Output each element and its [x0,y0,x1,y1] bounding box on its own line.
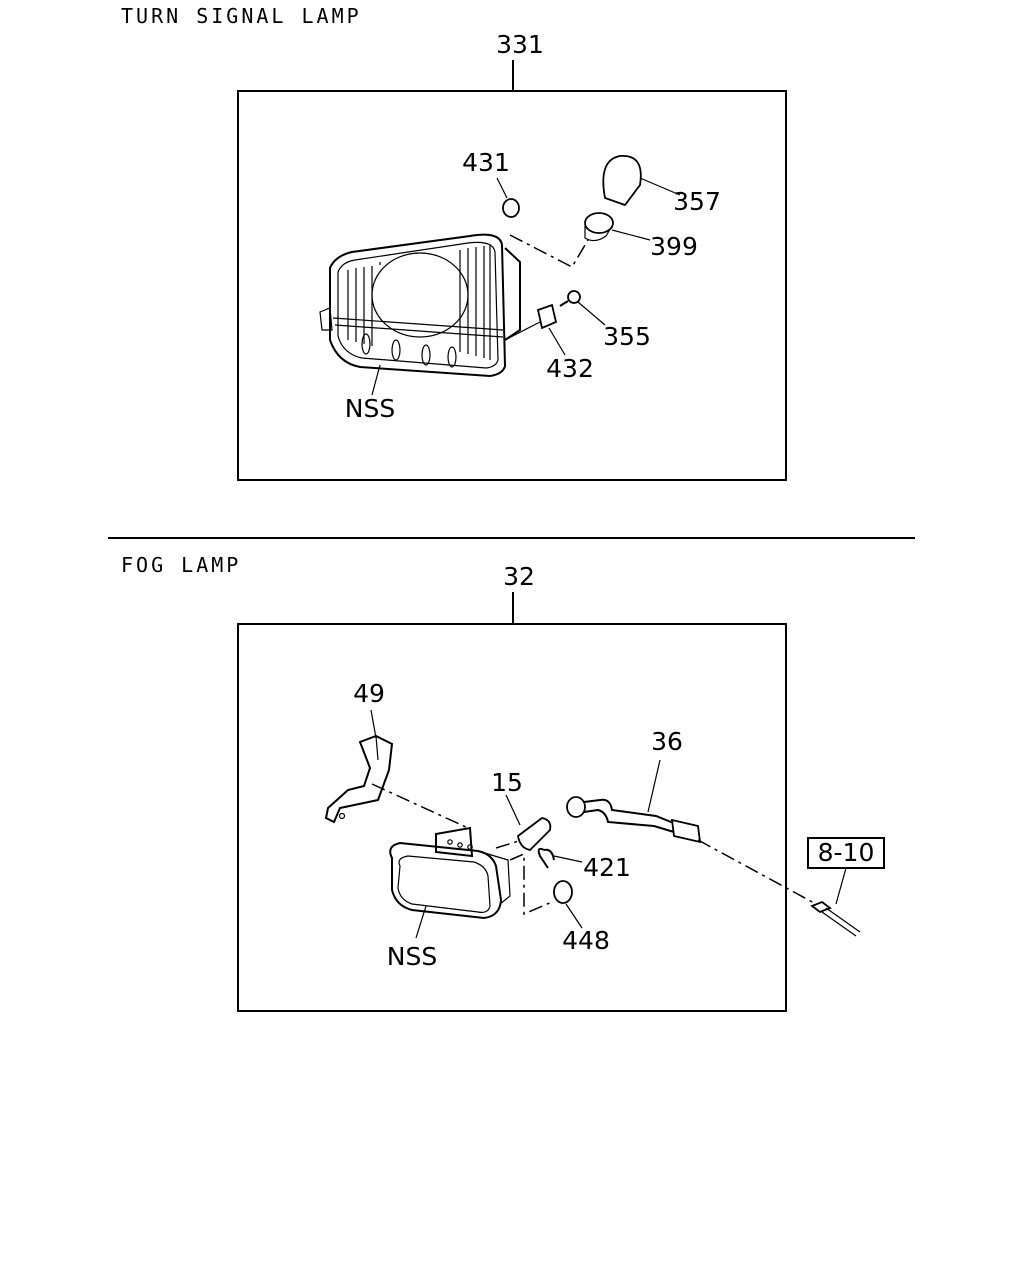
callout-8-10: 8-10 [818,838,875,867]
connector-432 [504,303,566,356]
callout-399: 399 [650,232,698,261]
callout-331: 331 [496,30,544,59]
callout-49: 49 [353,679,385,708]
socket-399 [584,212,651,242]
grommet-448 [553,880,583,929]
callout-448: 448 [562,926,610,955]
clip-431 [496,177,520,218]
turn-signal-lamp-title: TURN SIGNAL LAMP [121,4,362,28]
nss-leader-turn [371,364,381,396]
fog-lamp-section: 32 49 [237,562,885,1012]
turn-signal-frame [237,90,787,481]
assembly-path-448 [509,852,553,916]
assembly-path-36 [697,839,817,905]
callout-357: 357 [673,187,721,216]
callout-nss-fog: NSS [387,942,437,971]
callout-421: 421 [583,853,631,882]
nss-leader-fog [415,905,427,939]
callout-nss-turn: NSS [345,394,395,423]
callout-432: 432 [546,354,594,383]
assembly-path-399 [509,234,589,268]
bulb-357 [602,155,681,207]
callout-431: 431 [462,148,510,177]
bulb-15 [505,794,552,851]
reference-connector-8-10 [807,837,885,937]
assembly-path-15 [495,839,523,849]
fog-lamp-body [389,826,511,920]
bracket-49 [324,709,394,824]
callout-15: 15 [491,768,523,797]
fog-lamp-title: FOG LAMP [121,553,242,577]
assembly-path-49 [371,783,469,829]
fog-lamp-frame [237,623,787,1012]
callout-355: 355 [603,322,651,351]
callout-32: 32 [503,562,535,591]
turn-signal-section: 331 [237,30,787,481]
screw-355 [559,290,606,326]
turn-signal-lens [319,233,521,378]
harness-36 [566,759,702,844]
clip-421 [537,847,583,869]
callout-36: 36 [651,727,683,756]
